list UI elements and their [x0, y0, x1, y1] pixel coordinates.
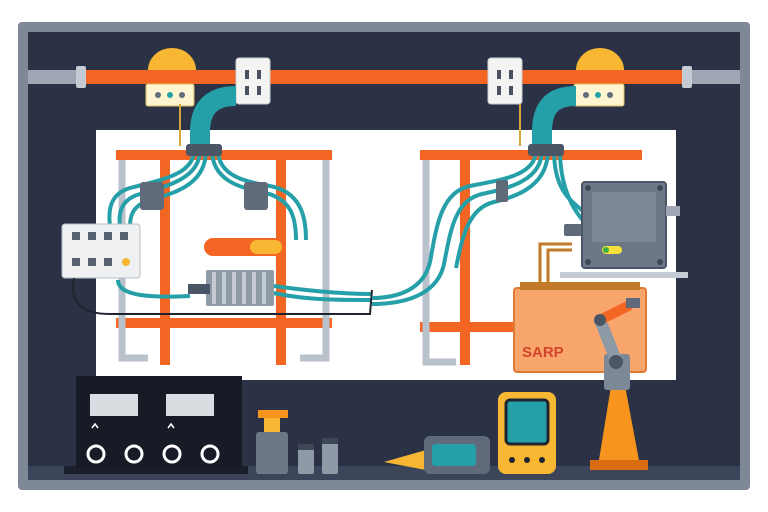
copper-wires	[538, 242, 572, 288]
terminal-block-icon	[61, 223, 141, 279]
teal-cable-bundle-right	[371, 149, 590, 306]
mounting-shelf	[560, 272, 688, 278]
cable-connector	[564, 224, 582, 236]
vials	[298, 438, 338, 474]
cable-connector	[140, 182, 164, 210]
conduit-cap-right	[682, 66, 692, 88]
oscilloscope-icon	[64, 376, 248, 474]
spray-tool	[256, 410, 288, 474]
junction-box-right	[573, 48, 625, 107]
cable-bend-right	[532, 86, 577, 150]
cable-clamp	[528, 144, 564, 156]
control-box-icon	[581, 181, 680, 269]
multimeter-icon	[498, 392, 556, 474]
machine-label: SARP	[522, 344, 564, 361]
black-wire	[72, 277, 373, 315]
electrical-outlet-icon	[235, 57, 271, 105]
cable-clamp	[186, 144, 222, 156]
left-pipe-scaffold	[116, 150, 332, 365]
indicator-light	[204, 238, 284, 256]
cable-connector	[496, 180, 508, 202]
electrical-outlet-icon	[487, 57, 523, 105]
junction-box-left	[145, 48, 196, 107]
conduit-cap-left	[76, 66, 86, 88]
cable-bend-left	[190, 86, 237, 150]
robotic-arm-icon	[590, 298, 648, 470]
top-orange-conduit	[80, 70, 690, 84]
soldering-iron-icon	[384, 436, 490, 474]
cable-connector	[244, 182, 268, 210]
heat-sink-module	[188, 270, 274, 306]
